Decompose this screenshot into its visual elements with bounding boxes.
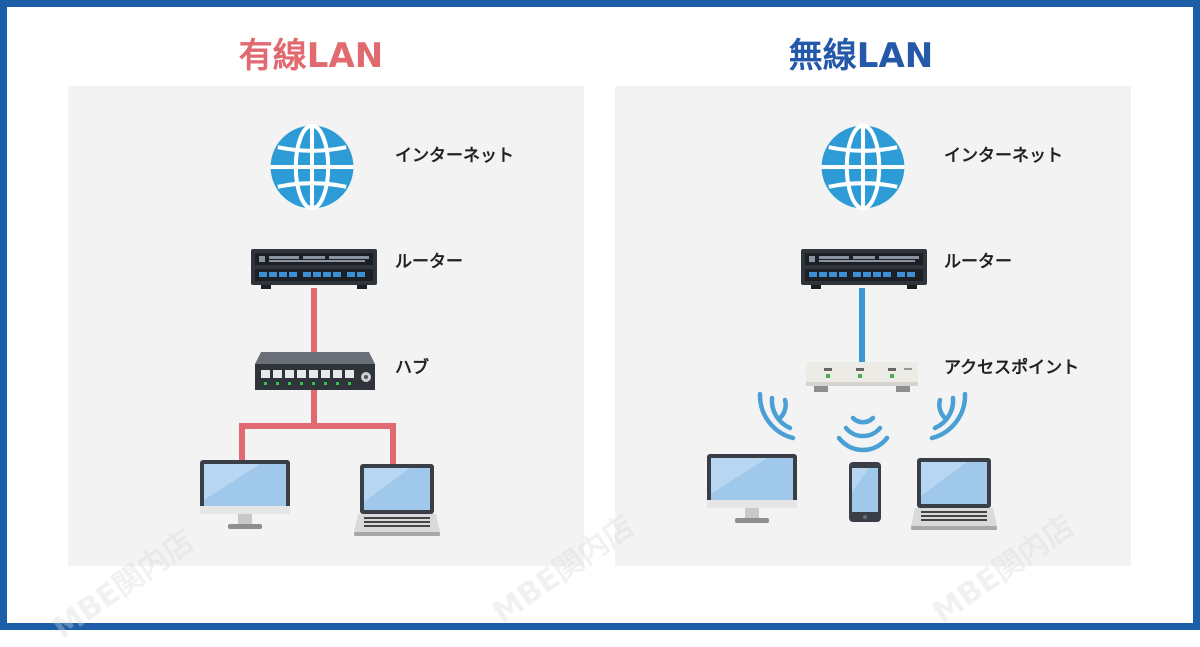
smartphone-icon	[849, 462, 881, 522]
router-icon	[801, 249, 927, 289]
router-label: ルーター	[944, 252, 1012, 272]
wireless-lan-title: 無線LAN	[788, 36, 934, 76]
wifi-wave-icon	[836, 415, 890, 453]
internet-label: インターネット	[395, 146, 514, 166]
globe-icon	[271, 126, 354, 209]
wifi-wave-icon	[757, 391, 796, 441]
network-diagram	[200, 0, 997, 536]
wifi-wave-icon	[929, 391, 968, 441]
hub-icon	[255, 352, 375, 390]
router-icon	[251, 249, 377, 289]
access-point-icon	[806, 362, 918, 392]
internet-label: インターネット	[944, 146, 1063, 166]
hub-to-devices-cable	[239, 388, 396, 466]
wired-lan-title: 有線LAN	[238, 36, 384, 76]
desktop-icon	[707, 454, 797, 523]
router-label: ルーター	[395, 252, 463, 272]
access-point-label: アクセスポイント	[944, 358, 1080, 378]
globe-icon	[822, 126, 905, 209]
laptop-icon	[354, 464, 440, 536]
desktop-icon	[200, 460, 290, 529]
hub-label: ハブ	[395, 358, 429, 378]
laptop-icon	[911, 458, 997, 530]
